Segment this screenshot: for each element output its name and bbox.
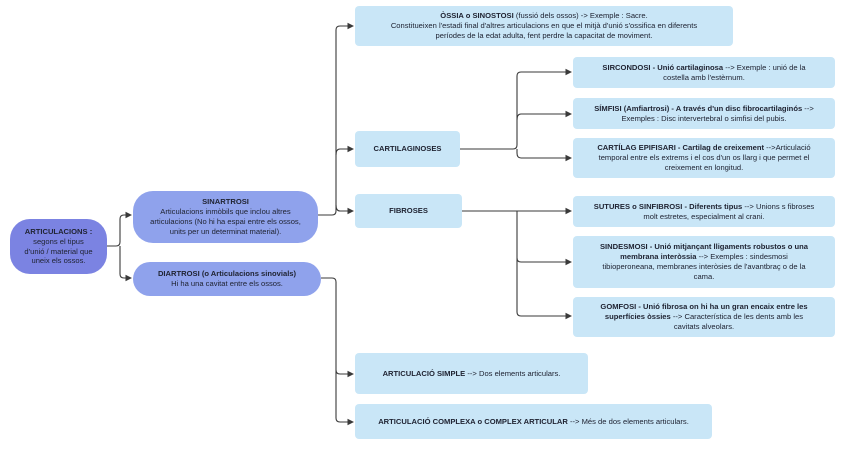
node-gomfosi: GOMFOSI - Unió fibrosa on hi ha un gran … bbox=[573, 297, 835, 337]
node-title: SÍMFISI (Amfiartrosi) - A través d'un di… bbox=[594, 103, 803, 113]
node-title-line: ARTICULACIÓ SIMPLE --> Dos elements arti… bbox=[383, 369, 561, 379]
node-ossia: ÒSSIA o SINOSTOSI (fussió dels ossos) ->… bbox=[355, 6, 733, 46]
node-title-rest: --> Característica de les dents amb les bbox=[670, 312, 804, 322]
connector-sinartrosi-ossia bbox=[318, 22, 355, 216]
node-title-line: SIRCONDOSI - Unió cartilaginosa --> Exem… bbox=[602, 63, 805, 73]
connector-cartilaginoses-cartilag bbox=[516, 149, 573, 162]
node-fibroses: FIBROSES bbox=[355, 194, 462, 228]
node-title-rest: --> Exemple : unió de la bbox=[723, 62, 806, 72]
node-title-line: superfícies òssies --> Característica de… bbox=[605, 312, 803, 322]
node-line: Exemples : Disc intervertebral o simfisi… bbox=[621, 113, 787, 123]
node-line: costella amb l'estèrnum. bbox=[663, 72, 745, 82]
connector-sinartrosi-fibroses bbox=[335, 204, 355, 215]
node-title-rest: --> Unions s fibroses bbox=[742, 201, 815, 211]
node-title-line: CARTÍLAG EPIFISARI - Cartilag de creixem… bbox=[597, 143, 810, 153]
node-title2: superfícies òssies bbox=[604, 312, 671, 322]
connector-fibroses-sindesmosi bbox=[516, 211, 573, 266]
node-line: creixement en longitud. bbox=[664, 162, 744, 172]
node-title-line: SUTURES o SINFIBROSI - Diferents tipus -… bbox=[594, 202, 814, 212]
node-title: CARTILAGINOSES bbox=[373, 144, 442, 154]
node-articulacio-complexa: ARTICULACIÓ COMPLEXA o COMPLEX ARTICULAR… bbox=[355, 404, 712, 439]
connector-root-diartrosi bbox=[119, 246, 133, 282]
connector-sinartrosi-cartilaginoses bbox=[335, 145, 355, 156]
connector-cartilaginoses-simfisi bbox=[516, 110, 573, 121]
connector-fibroses-gomfosi bbox=[516, 258, 573, 320]
node-cartilag-epifisari: CARTÍLAG EPIFISARI - Cartilag de creixem… bbox=[573, 138, 835, 178]
node-line: uneix els ossos. bbox=[31, 256, 86, 266]
node-title-rest: --> bbox=[802, 103, 814, 113]
node-line: units per un determinat material). bbox=[169, 226, 282, 236]
node-sindesmosi: SINDESMOSI - Unió mitjançant lligaments … bbox=[573, 236, 835, 288]
node-title-rest: --> Dos elements articulars. bbox=[465, 368, 561, 378]
node-title-rest: --> Exemples : sindesmosi bbox=[696, 252, 788, 262]
node-line: articulacions (No hi ha espai entre els … bbox=[150, 217, 301, 226]
node-diartrosi: DIARTROSI (o Articulacions sinovials) Hi… bbox=[133, 262, 321, 296]
node-title: CARTÍLAG EPIFISARI - Cartilag de creixem… bbox=[597, 143, 765, 153]
node-sinartrosi: SINARTROSI Articulacions inmòbils que in… bbox=[133, 191, 318, 243]
node-line: tibioperoneana, membranes interòsies de … bbox=[602, 262, 806, 271]
node-title-line: ARTICULACIÓ COMPLEXA o COMPLEX ARTICULAR… bbox=[378, 417, 689, 427]
node-articulacio-simple: ARTICULACIÓ SIMPLE --> Dos elements arti… bbox=[355, 353, 588, 394]
node-title: SINDESMOSI - Unió mitjançant lligaments … bbox=[599, 242, 808, 252]
connector-diartrosi-simple bbox=[321, 277, 355, 378]
node-title: SIRCONDOSI - Unió cartilaginosa bbox=[602, 62, 724, 72]
node-line: Constitueixen l'estadi final d'altres ar… bbox=[390, 21, 698, 31]
node-title: ARTICULACIÓ COMPLEXA o COMPLEX ARTICULAR bbox=[378, 416, 568, 426]
node-line: Hi ha una cavitat entre els ossos. bbox=[171, 279, 283, 288]
node-title-line: membrana interòssia --> Exemples : sinde… bbox=[620, 252, 788, 262]
node-title: ÒSSIA o SINOSTOSI bbox=[440, 11, 514, 21]
node-cartilaginoses: CARTILAGINOSES bbox=[355, 131, 460, 167]
node-articulacions: ARTICULACIONS : segons el tipus d'unió /… bbox=[10, 219, 107, 274]
node-line: molt estretes, especialment al crani. bbox=[643, 211, 765, 221]
node-line: temporal entre els extrems i el cos d'un… bbox=[598, 153, 810, 163]
connector-root-sinartrosi bbox=[107, 211, 133, 247]
node-sincondosi: SIRCONDOSI - Unió cartilaginosa --> Exem… bbox=[573, 57, 835, 88]
node-title: ARTICULACIONS : bbox=[24, 226, 93, 236]
node-line: d'unió / material que bbox=[24, 246, 93, 256]
node-title-rest: -->Articulació bbox=[764, 143, 811, 153]
node-title: FIBROSES bbox=[389, 206, 428, 216]
node-simfisi: SÍMFISI (Amfiartrosi) - A través d'un di… bbox=[573, 98, 835, 129]
node-title2: membrana interòssia bbox=[620, 252, 697, 262]
node-title: ARTICULACIÓ SIMPLE bbox=[382, 368, 466, 378]
node-line: segons el tipus bbox=[33, 236, 84, 246]
node-title: SUTURES o SINFIBROSI - Diferents tipus bbox=[593, 201, 743, 211]
node-line: cama. bbox=[693, 271, 715, 281]
node-line: períodes de la edat adulta, fent perdre … bbox=[435, 30, 653, 40]
node-line: cavitats alveolars. bbox=[673, 321, 735, 331]
connector-diartrosi-complexa bbox=[335, 370, 355, 426]
node-title-rest: --> Més de dos elements articulars. bbox=[567, 416, 689, 426]
node-title: GOMFOSI - Unió fibrosa on hi ha un gran … bbox=[600, 302, 808, 312]
node-title-rest: (fussió dels ossos) -> Exemple : Sacre. bbox=[513, 11, 648, 21]
node-title-line: ÒSSIA o SINOSTOSI (fussió dels ossos) ->… bbox=[440, 11, 647, 21]
node-title: DIARTROSI (o Articulacions sinovials) bbox=[157, 269, 297, 279]
node-title: SINARTROSI bbox=[202, 197, 249, 207]
node-title-line: SÍMFISI (Amfiartrosi) - A través d'un di… bbox=[594, 104, 814, 114]
node-sutures: SUTURES o SINFIBROSI - Diferents tipus -… bbox=[573, 196, 835, 227]
connector-cartilaginoses-sincondosi bbox=[460, 68, 573, 150]
node-line: Articulacions inmòbils que inclou altres bbox=[160, 207, 291, 217]
